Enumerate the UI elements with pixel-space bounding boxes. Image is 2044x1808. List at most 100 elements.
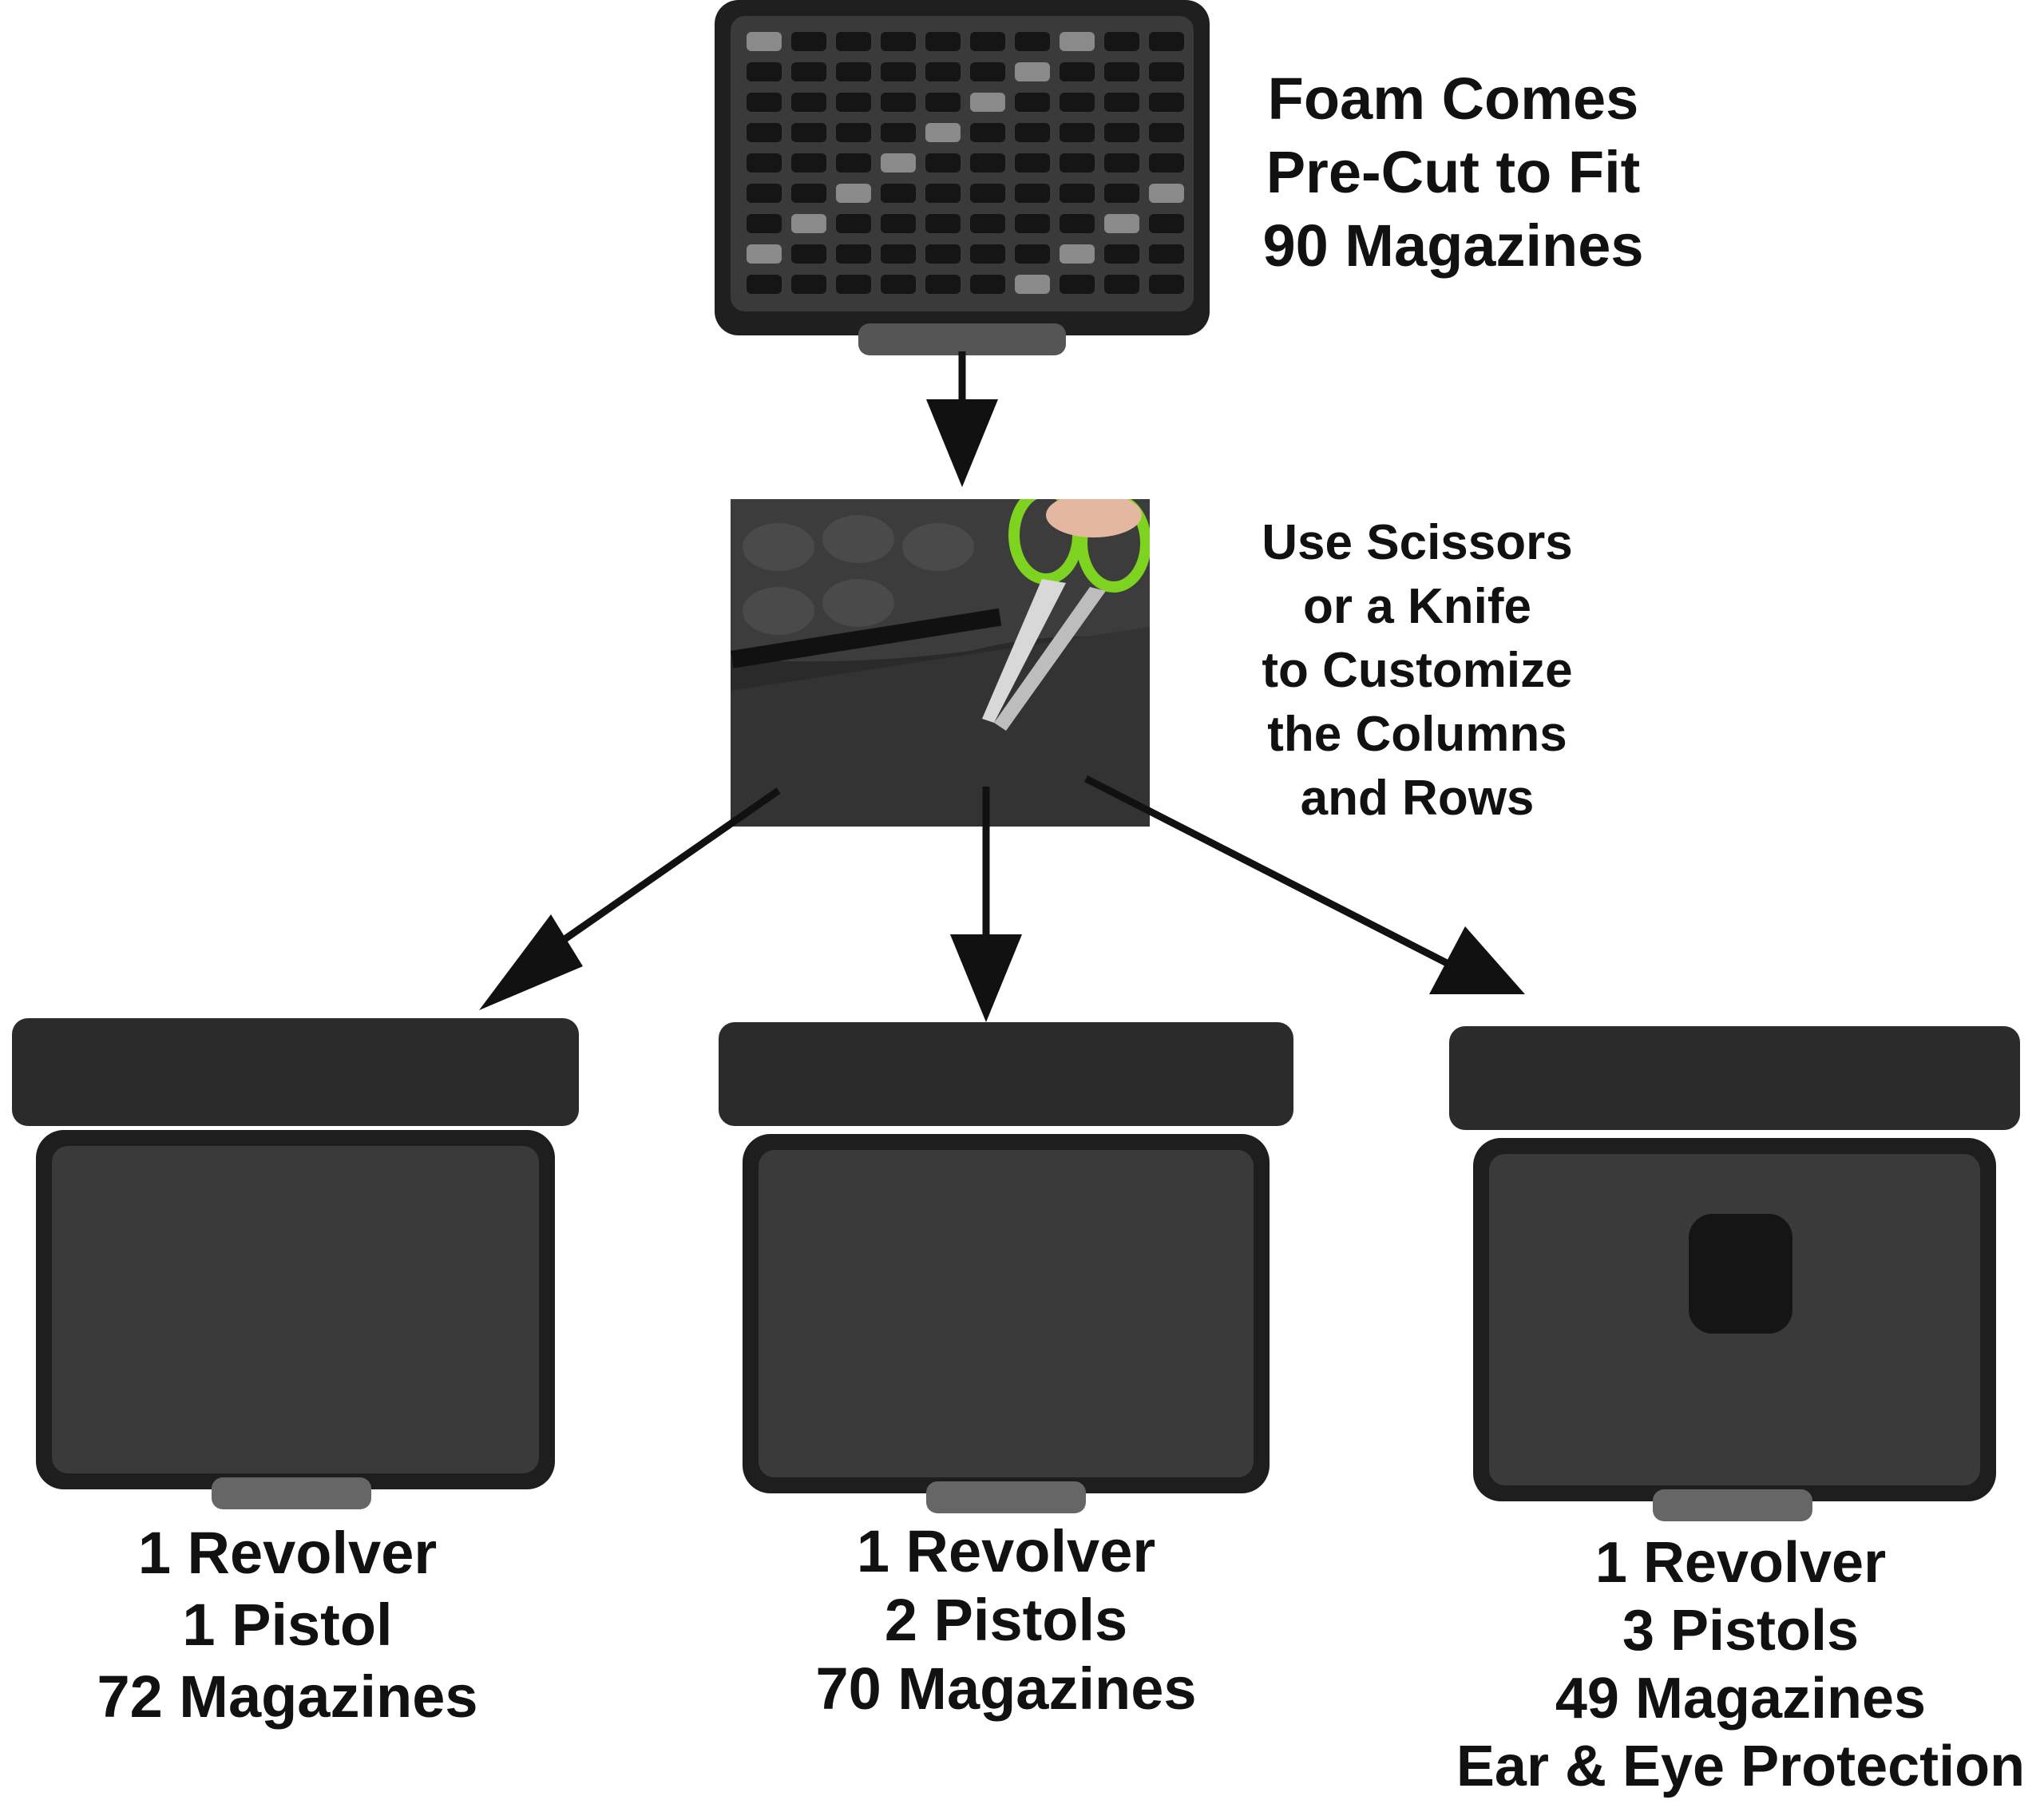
magazine-slot <box>1149 62 1184 81</box>
arrow-head-left <box>479 914 583 1010</box>
magazine-slot <box>836 275 871 294</box>
magazine-slot <box>1104 32 1139 51</box>
arrow-head-top <box>926 399 998 487</box>
magazine-slot <box>1015 93 1050 112</box>
config-2-line-1: 1 Revolver <box>856 1518 1156 1584</box>
magazine-slot <box>970 62 1005 81</box>
magazine-slot <box>791 184 826 203</box>
magazine-slot <box>747 214 782 233</box>
scissors-illustration <box>731 499 1150 827</box>
magazine-slot <box>1149 214 1184 233</box>
magazine-slot <box>1060 153 1095 172</box>
magazine-slot <box>1060 214 1095 233</box>
config-1-line-2: 1 Pistol <box>182 1592 393 1658</box>
magazine-slot <box>925 32 961 51</box>
magazine-slot <box>1104 123 1139 142</box>
magazine-slot <box>747 184 782 203</box>
magazine-slot <box>1015 123 1050 142</box>
magazine-slot <box>925 123 961 142</box>
magazine-slot <box>1149 244 1184 264</box>
magazine-slot <box>925 93 961 112</box>
middle-caption-line-1: Use Scissors <box>1262 515 1573 570</box>
config-2-line-3: 70 Magazines <box>815 1655 1197 1722</box>
magazine-slot <box>970 214 1005 233</box>
magazine-slot <box>1149 153 1184 172</box>
config-2-caption: 1 Revolver 2 Pistols 70 Magazines <box>751 1517 1262 1723</box>
middle-caption-line-2: or a Knife <box>1303 579 1531 634</box>
magazine-slot <box>925 153 961 172</box>
magazine-slot <box>970 275 1005 294</box>
magazine-slot <box>747 244 782 264</box>
magazine-slot <box>1015 214 1050 233</box>
magazine-slot <box>836 153 871 172</box>
magazine-slot <box>970 32 1005 51</box>
magazine-slot <box>881 93 916 112</box>
magazine-slot <box>1149 123 1184 142</box>
magazine-slot <box>747 62 782 81</box>
config-1-caption: 1 Revolver 1 Pistol 72 Magazines <box>32 1517 543 1733</box>
magazine-slot <box>836 62 871 81</box>
magazine-slot <box>836 244 871 264</box>
magazine-slot <box>836 214 871 233</box>
magazine-slot <box>791 32 826 51</box>
magazine-slot <box>836 184 871 203</box>
magazine-slot <box>1104 62 1139 81</box>
arrow-head-right <box>1429 926 1525 994</box>
middle-caption-line-4: the Columns <box>1267 707 1567 762</box>
top-caption-line-3: 90 Magazines <box>1262 212 1644 279</box>
magazine-slot <box>881 184 916 203</box>
magazine-slot <box>970 244 1005 264</box>
magazine-slot <box>1149 93 1184 112</box>
magazine-slot <box>1104 153 1139 172</box>
magazine-slot <box>747 153 782 172</box>
magazine-slot <box>791 62 826 81</box>
magazine-slot <box>970 153 1005 172</box>
magazine-slot <box>791 123 826 142</box>
magazine-slot <box>836 123 871 142</box>
magazine-slot <box>1060 93 1095 112</box>
magazine-slot <box>1060 275 1095 294</box>
magazine-slot <box>925 214 961 233</box>
config-3-line-4: Ear & Eye Protection <box>1456 1735 2026 1798</box>
magazine-slot <box>970 184 1005 203</box>
precut-case-photo <box>715 0 1210 359</box>
magazine-slot <box>791 93 826 112</box>
magazine-slot <box>747 93 782 112</box>
magazine-slot <box>836 93 871 112</box>
config-1-line-3: 72 Magazines <box>97 1663 478 1730</box>
magazine-slot <box>1015 62 1050 81</box>
magazine-slot <box>1060 62 1095 81</box>
magazine-slot <box>1015 244 1050 264</box>
magazine-slot <box>881 153 916 172</box>
magazine-slot <box>1060 184 1095 203</box>
magazine-slot <box>1060 123 1095 142</box>
magazine-slot <box>791 153 826 172</box>
magazine-slot <box>1104 184 1139 203</box>
magazine-slot <box>881 32 916 51</box>
config-3-line-3: 49 Magazines <box>1555 1667 1927 1731</box>
middle-caption: Use Scissors or a Knife to Customize the… <box>1202 511 1633 831</box>
magazine-slot <box>1015 275 1050 294</box>
magazine-slot <box>881 244 916 264</box>
scissors-cutting-photo <box>731 499 1150 827</box>
magazine-slot <box>970 93 1005 112</box>
config-2-line-2: 2 Pistols <box>884 1587 1128 1653</box>
arrow-head-middle <box>950 934 1022 1022</box>
top-caption-line-1: Foam Comes <box>1267 65 1639 132</box>
magazine-slot <box>881 123 916 142</box>
magazine-slot <box>1104 214 1139 233</box>
magazine-slot <box>925 244 961 264</box>
magazine-slot <box>881 275 916 294</box>
config-3-line-2: 3 Pistols <box>1622 1599 1860 1663</box>
magazine-slot <box>1104 275 1139 294</box>
magazine-slot <box>1104 93 1139 112</box>
top-caption-line-2: Pre-Cut to Fit <box>1266 139 1641 205</box>
config-3-caption: 1 Revolver 3 Pistols 49 Magazines Ear & … <box>1437 1529 2044 1801</box>
magazine-slot <box>791 244 826 264</box>
magazine-slot <box>881 214 916 233</box>
magazine-slot <box>1060 244 1095 264</box>
magazine-slot <box>925 275 961 294</box>
config-3-case-photo <box>1449 1026 2020 1525</box>
magazine-slot <box>881 62 916 81</box>
magazine-slot <box>747 123 782 142</box>
